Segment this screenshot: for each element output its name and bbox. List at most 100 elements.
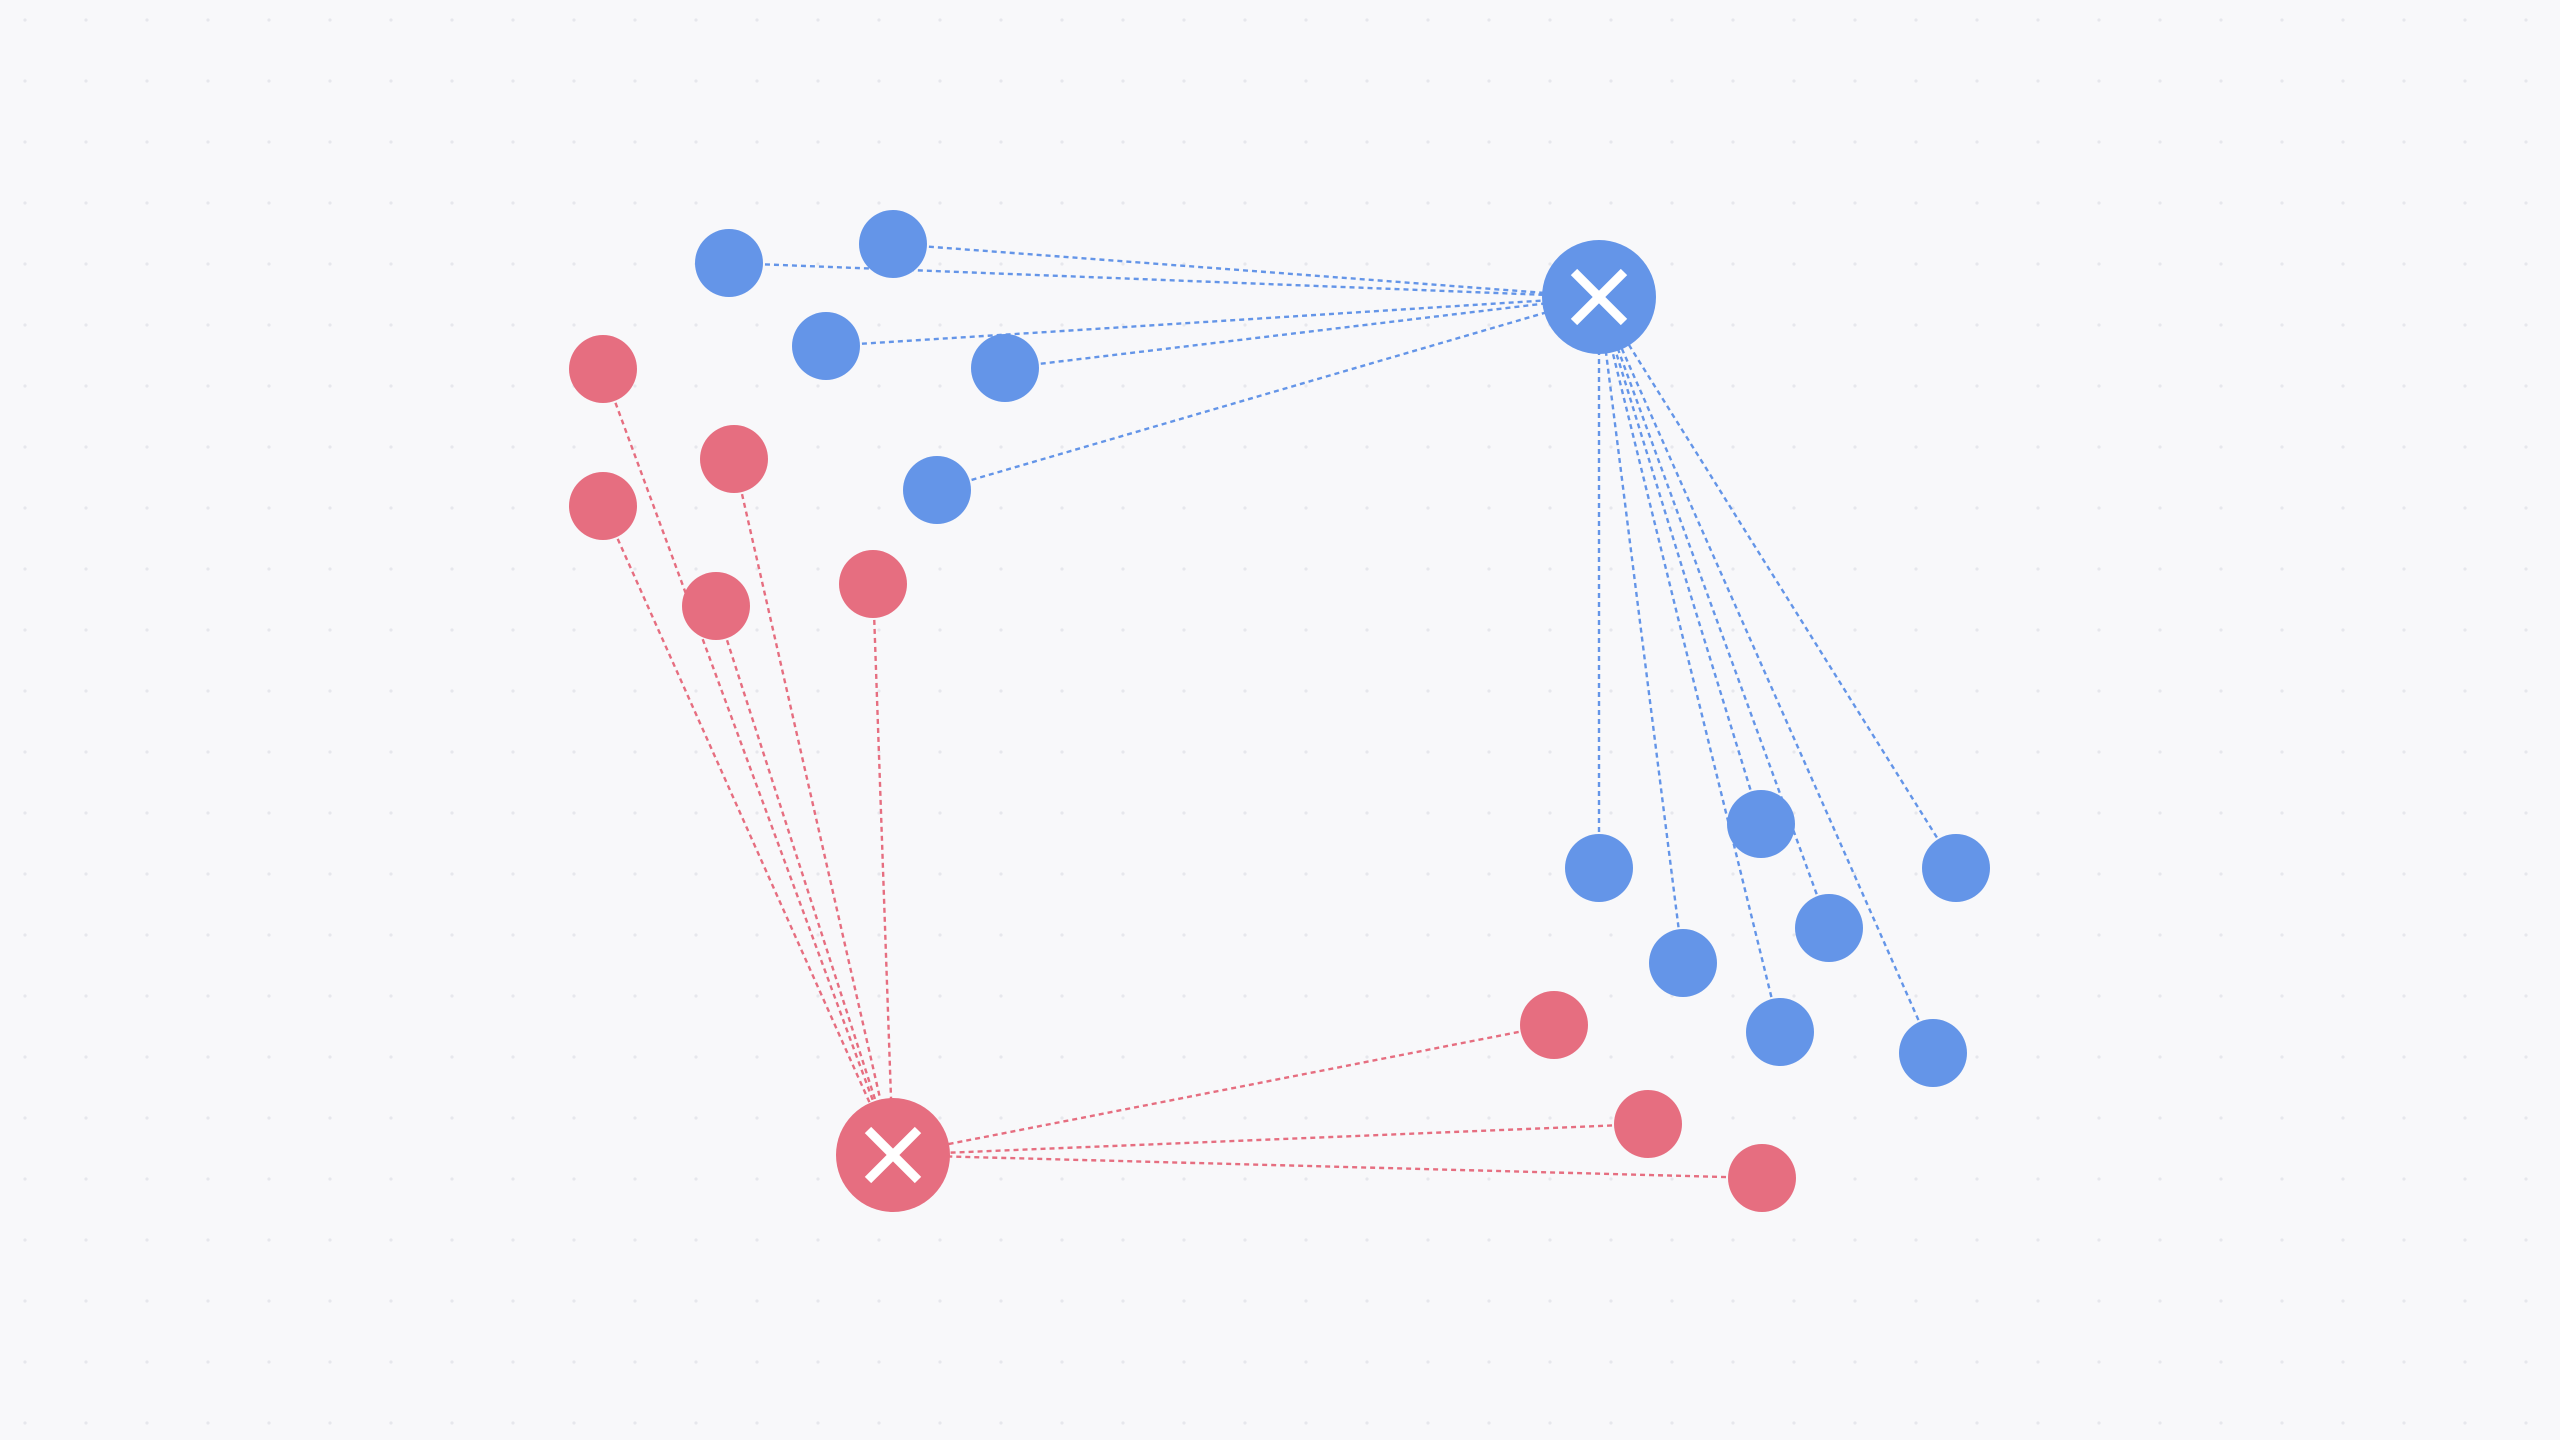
grid-dot (1731, 262, 1735, 266)
red-node[interactable] (839, 550, 907, 618)
blue-hub[interactable] (1542, 240, 1656, 354)
grid-dot (2280, 689, 2284, 693)
grid-dot (267, 567, 271, 571)
grid-dot (328, 201, 332, 205)
blue-node[interactable] (1795, 894, 1863, 962)
grid-dot (1182, 1299, 1186, 1303)
grid-dot (1426, 79, 1430, 83)
grid-dot (2524, 689, 2528, 693)
grid-dot (511, 445, 515, 449)
grid-dot (755, 1238, 759, 1242)
grid-dot (1853, 628, 1857, 632)
grid-dot (2341, 1299, 2345, 1303)
grid-dot (206, 628, 210, 632)
grid-dot (1609, 811, 1613, 815)
grid-dot (328, 262, 332, 266)
red-node[interactable] (1614, 1090, 1682, 1158)
red-node[interactable] (1728, 1144, 1796, 1212)
grid-dot (2219, 567, 2223, 571)
blue-node[interactable] (859, 210, 927, 278)
grid-dot (1975, 1299, 1979, 1303)
grid-dot (450, 1421, 454, 1425)
blue-node[interactable] (1649, 929, 1717, 997)
blue-node[interactable] (1727, 790, 1795, 858)
grid-dot (450, 872, 454, 876)
red-hub[interactable] (836, 1098, 950, 1212)
grid-dot (999, 18, 1003, 22)
grid-dot (999, 811, 1003, 815)
red-node[interactable] (569, 335, 637, 403)
grid-dot (1304, 689, 1308, 693)
grid-dot (1365, 1421, 1369, 1425)
grid-dot (206, 1421, 210, 1425)
grid-dot (938, 750, 942, 754)
blue-node[interactable] (903, 456, 971, 524)
blue-node[interactable] (792, 312, 860, 380)
grid-dot (1975, 1177, 1979, 1181)
grid-dot (1975, 628, 1979, 632)
grid-dot (1060, 140, 1064, 144)
blue-node[interactable] (1565, 834, 1633, 902)
grid-dot (1792, 1116, 1796, 1120)
red-node[interactable] (700, 425, 768, 493)
grid-dot (1792, 384, 1796, 388)
grid-dot (450, 323, 454, 327)
grid-dot (1853, 262, 1857, 266)
grid-dot (694, 994, 698, 998)
grid-dot (1670, 323, 1674, 327)
grid-dot (694, 140, 698, 144)
grid-dot (999, 1177, 1003, 1181)
grid-dot (2097, 201, 2101, 205)
grid-dot (1426, 994, 1430, 998)
grid-dot (1304, 811, 1308, 815)
grid-dot (84, 750, 88, 754)
grid-dot (23, 933, 27, 937)
grid-dot (938, 1116, 942, 1120)
blue-node[interactable] (1922, 834, 1990, 902)
grid-dot (450, 140, 454, 144)
grid-dot (328, 1177, 332, 1181)
red-node[interactable] (569, 472, 637, 540)
blue-node[interactable] (695, 229, 763, 297)
grid-dot (1304, 750, 1308, 754)
red-node[interactable] (682, 572, 750, 640)
grid-dot (1975, 1360, 1979, 1364)
grid-dot (1548, 506, 1552, 510)
grid-dot (2158, 445, 2162, 449)
grid-dot (2036, 1299, 2040, 1303)
grid-dot (1487, 18, 1491, 22)
grid-dot (1060, 18, 1064, 22)
grid-dot (2280, 1421, 2284, 1425)
blue-node[interactable] (971, 334, 1039, 402)
grid-dot (1182, 750, 1186, 754)
grid-dot (633, 79, 637, 83)
grid-dot (1243, 1299, 1247, 1303)
grid-dot (2219, 1116, 2223, 1120)
grid-dot (938, 18, 942, 22)
grid-dot (999, 1421, 1003, 1425)
grid-dot (389, 933, 393, 937)
grid-dot (938, 1055, 942, 1059)
grid-dot (755, 506, 759, 510)
grid-dot (267, 79, 271, 83)
grid-dot (23, 262, 27, 266)
grid-dot (2402, 628, 2406, 632)
blue-node[interactable] (1746, 998, 1814, 1066)
grid-dot (267, 262, 271, 266)
grid-dot (2524, 140, 2528, 144)
grid-dot (1609, 1360, 1613, 1364)
grid-dot (1426, 201, 1430, 205)
grid-dot (206, 689, 210, 693)
blue-node[interactable] (1899, 1019, 1967, 1087)
grid-dot (84, 262, 88, 266)
grid-dot (1121, 1299, 1125, 1303)
red-node[interactable] (1520, 991, 1588, 1059)
grid-dot (267, 1055, 271, 1059)
grid-dot (1731, 1421, 1735, 1425)
grid-dot (1182, 201, 1186, 205)
red-link (892, 1122, 1649, 1157)
grid-dot (755, 689, 759, 693)
grid-dot (450, 79, 454, 83)
grid-dot (23, 1421, 27, 1425)
grid-dot (1426, 1360, 1430, 1364)
